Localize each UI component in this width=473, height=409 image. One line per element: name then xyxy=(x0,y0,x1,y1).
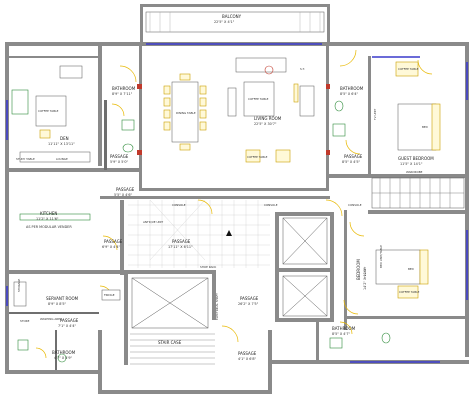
wardrobe-label: WARDROBE xyxy=(406,170,423,174)
dining-set xyxy=(163,73,207,151)
bath-left-label: BATHROOM xyxy=(112,86,136,91)
den-furniture xyxy=(19,65,91,163)
bath-servant-size: 4'7" X 4'9" xyxy=(54,356,73,360)
study-table-label: STUDY TABLE xyxy=(16,157,35,161)
staircase-steps xyxy=(130,333,215,365)
side-table-label: S.T. xyxy=(300,67,305,71)
room-labels: BALCONY 22'5" X 4'1" LIVING ROOM 22'5" X… xyxy=(16,14,434,361)
bedroom-furniture xyxy=(375,61,441,299)
coffee-table-5-label: COFFEE TABLE xyxy=(247,155,268,159)
balcony-rail xyxy=(149,12,321,32)
den-size: 11'11" X 13'11" xyxy=(48,142,75,146)
bedroom-size: 14'2" X 12'0" xyxy=(363,267,367,290)
kitchen-label: KITCHEN xyxy=(40,211,57,216)
bed-unit-label: BED UNIT/TABLE xyxy=(379,245,383,268)
passage-left-label: PASSAGE xyxy=(110,154,129,159)
coffee-table-2-label: COFFEE TABLE xyxy=(38,109,59,113)
staircase-label: STAIR CASE xyxy=(158,340,182,345)
wardrobe-hatch xyxy=(371,177,465,209)
kitchen-note: AS PER MODULAR VENDER xyxy=(26,225,72,229)
bath-servant-label: BATHROOM xyxy=(52,350,76,355)
tv-unit-label: TV UNIT xyxy=(373,109,377,121)
sanitary-fixtures xyxy=(11,89,391,363)
console-3-label: CONSOLE xyxy=(348,203,362,207)
foyer-size: 17'11" X 6'11" xyxy=(168,245,193,249)
bath-left-size: 8'9" X 7'11" xyxy=(112,92,133,96)
servant-label: SERVANT ROOM xyxy=(46,296,79,301)
coffee-table-3-label: COFFEE TABLE xyxy=(398,67,419,71)
passage-lift-label: PASSAGE xyxy=(240,296,259,301)
electrical-shaft-label: ELECTRICAL SHAFT xyxy=(215,293,219,320)
foyer-label: PASSAGE xyxy=(172,239,191,244)
passage-mid-size: 5'5" X 4'6" xyxy=(114,193,133,197)
passage-lift-size: 26'2" X 7'5" xyxy=(238,302,259,306)
shoe-rack-label: SHOE RACK xyxy=(200,265,216,269)
bed-label-2: BED xyxy=(408,267,414,271)
bedroom-label: BEDROOM xyxy=(356,259,361,280)
kitchen-size: 11'2" X 11'6" xyxy=(36,217,59,221)
guest-bedroom-label: GUEST BEDROOM xyxy=(398,156,434,161)
passage-bottom-size: 4'1" X 6'8" xyxy=(238,357,257,361)
passage-s-label: PASSAGE xyxy=(60,318,79,323)
balcony-size: 22'5" X 4'1" xyxy=(214,20,235,24)
console-2-label: CONSOLE xyxy=(264,203,278,207)
bed-label: BED xyxy=(422,125,428,129)
columns xyxy=(137,84,330,155)
living-size: 22'5" X 30'7" xyxy=(254,122,277,126)
fridge-label: FRIDGE xyxy=(104,293,115,297)
entry-arrow-icon xyxy=(226,230,232,236)
console-1-label: CONSOLE xyxy=(172,203,186,207)
living-sofas xyxy=(227,57,315,163)
passage-k-label: PASSAGE xyxy=(104,239,123,244)
windows xyxy=(6,43,468,363)
tv-unit-2-label: TV UNIT xyxy=(363,267,367,279)
storage-label: STORAGE xyxy=(17,278,21,292)
passage-left-size: 5'9" X 5'0" xyxy=(110,160,129,164)
passage-bottom-label: PASSAGE xyxy=(238,351,257,356)
lift-shafts xyxy=(131,217,328,329)
den-label: DEN xyxy=(60,136,69,141)
passage-k-size: 6'9" X 4'4" xyxy=(102,245,121,249)
servant-size: 8'9" X 8'5" xyxy=(48,302,67,306)
bath-right-size: 8'5" X 6'4" xyxy=(340,92,359,96)
bath-bottom-label: BATHROOM xyxy=(332,326,356,331)
bath-bottom-size: 8'5" X 4'7" xyxy=(332,332,351,336)
balcony-label: BALCONY xyxy=(222,14,242,19)
dining-label: DINING TABLE xyxy=(176,111,196,115)
lounge-label: LOUNGE xyxy=(56,157,68,161)
coffee-table-label: COFFEE TABLE xyxy=(248,97,269,101)
living-label: LIVING ROOM xyxy=(254,116,282,121)
passage-mid-label: PASSAGE xyxy=(116,187,135,192)
store-label: STORE xyxy=(20,319,30,323)
servant-furniture xyxy=(13,281,121,307)
guest-bedroom-size: 11'5" X 14'1" xyxy=(400,162,423,166)
washing-label: WASHING AREA xyxy=(40,317,62,321)
foyer-tiles xyxy=(128,199,270,268)
bath-right-label: BATHROOM xyxy=(340,86,364,91)
furniture-labels: COFFEE TABLE COFFEE TABLE COFFEE TABLE C… xyxy=(38,67,428,294)
passage-right-size: 8'5" X 4'5" xyxy=(342,160,361,164)
passage-right-label: PASSAGE xyxy=(344,154,363,159)
coffee-table-4-label: COFFEE TABLE xyxy=(399,290,420,294)
passage-s-size: 7'1" X 4'4" xyxy=(58,324,77,328)
antique-unit-label: ANTIQUE UNIT xyxy=(143,220,163,224)
